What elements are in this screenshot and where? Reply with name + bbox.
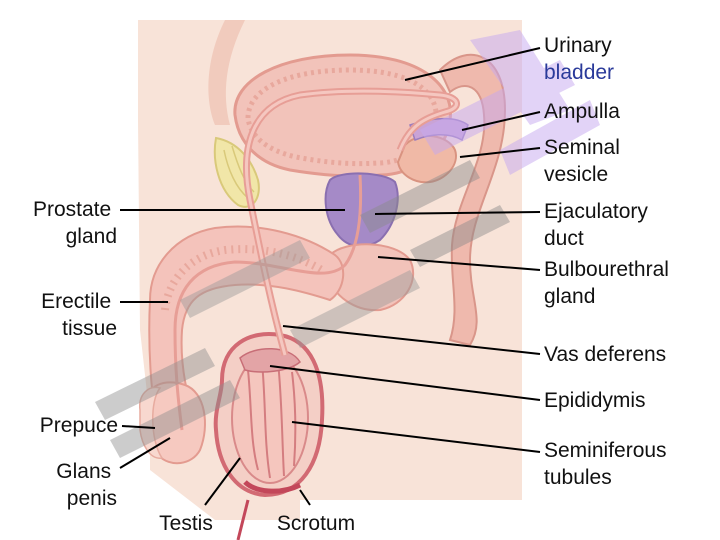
watermark-band-6 bbox=[410, 205, 510, 267]
watermark-band-4 bbox=[290, 270, 420, 348]
label-scrotum: Scrotum bbox=[277, 512, 355, 535]
label-bulbourethral-gland: Bulbourethral gland bbox=[544, 258, 675, 308]
label-prostate-gland: Prostate gland bbox=[33, 198, 117, 248]
watermark-lavender-band-3 bbox=[500, 100, 600, 175]
watermark bbox=[95, 160, 510, 458]
leader-lines bbox=[119, 47, 541, 506]
leader-epididymis bbox=[269, 365, 541, 401]
label-erectile-tissue: Erectile tissue bbox=[41, 290, 117, 340]
label-testis: Testis bbox=[159, 512, 213, 535]
cut-edge bbox=[236, 499, 250, 540]
anatomy-illustration bbox=[138, 20, 522, 540]
leader-seminal-vesicle bbox=[459, 147, 541, 158]
leader-ampulla bbox=[461, 111, 541, 131]
scrotal-raphe bbox=[243, 480, 302, 494]
testis-lobules bbox=[247, 361, 297, 479]
label-ejaculatory-duct: Ejaculatory duct bbox=[544, 200, 654, 250]
urethra bbox=[173, 174, 363, 431]
label-seminal-vesicle: Seminal vesicle bbox=[544, 136, 626, 186]
label-urinary-bladder: Urinary bladder bbox=[544, 34, 618, 84]
label-vas-deferens: Vas deferens bbox=[544, 343, 666, 366]
prepuce bbox=[139, 386, 164, 459]
testis bbox=[231, 352, 309, 484]
watermark-lavender-band-2 bbox=[420, 60, 575, 155]
watermark-lavender bbox=[420, 30, 600, 175]
leader-glans-penis bbox=[119, 437, 171, 469]
leader-ejaculatory-duct bbox=[374, 211, 541, 215]
leader-bulbourethral-gland bbox=[377, 256, 541, 271]
watermark-band-3 bbox=[180, 240, 310, 318]
label-epididymis: Epididymis bbox=[544, 389, 646, 412]
abdominal-wall bbox=[208, 20, 245, 125]
leader-urinary-bladder bbox=[404, 47, 541, 81]
labels: Urinary bladder Ampulla Seminal vesicle … bbox=[33, 34, 675, 535]
watermark-band-1 bbox=[95, 348, 215, 420]
label-glans-penis: Glans penis bbox=[56, 460, 117, 510]
leader-vas-deferens bbox=[282, 325, 541, 355]
watermark-band-2 bbox=[110, 380, 240, 458]
leader-prepuce bbox=[121, 425, 156, 429]
leader-seminiferous-tubules bbox=[291, 421, 541, 453]
label-ampulla: Ampulla bbox=[544, 100, 620, 123]
watermark-lavender-band-1 bbox=[470, 30, 570, 125]
leader-testis bbox=[204, 457, 241, 506]
label-prepuce: Prepuce bbox=[40, 414, 118, 437]
leader-scrotum bbox=[299, 489, 311, 506]
label-seminiferous-tubules: Seminiferous tubules bbox=[544, 439, 672, 489]
erectile-texture bbox=[161, 245, 328, 311]
vas-deferens-core bbox=[245, 89, 458, 356]
